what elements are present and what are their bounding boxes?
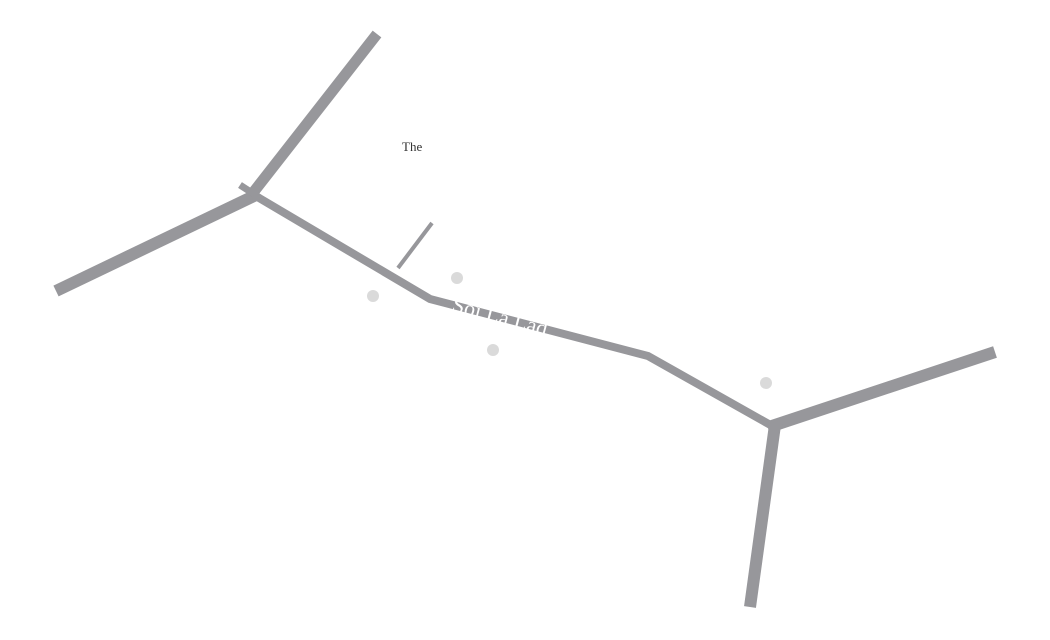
road-east-arterial: [770, 346, 997, 432]
road-west-arterial: [53, 189, 259, 297]
poi-marker[interactable]: [487, 344, 499, 356]
street-label-soi-la-lad: Soi La Lad: [450, 292, 551, 341]
poi-marker[interactable]: [760, 377, 772, 389]
road-short-spur: [396, 221, 434, 270]
road-northwest-arterial: [247, 30, 382, 198]
road-south-arterial: [744, 424, 781, 608]
poi-marker[interactable]: [451, 272, 463, 284]
road-junction-stub-east: [766, 420, 784, 432]
street-soi-la-lad: [251, 191, 776, 431]
place-label: The: [402, 139, 422, 154]
poi-marker[interactable]: [367, 290, 379, 302]
